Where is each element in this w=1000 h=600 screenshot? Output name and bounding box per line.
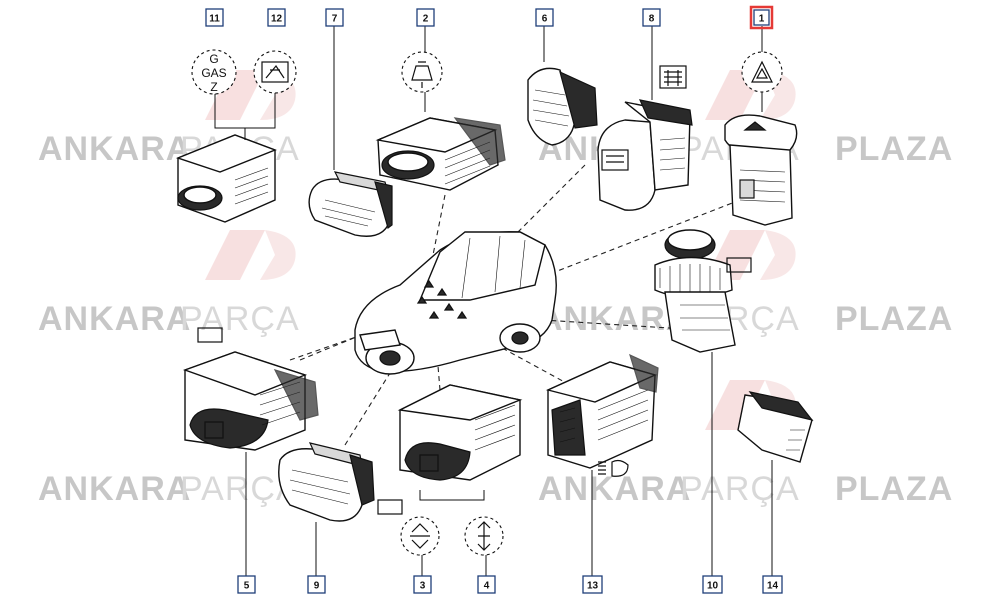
svg-text:13: 13: [587, 581, 599, 592]
svg-text:5: 5: [244, 581, 250, 592]
svg-text:4: 4: [484, 581, 490, 592]
car-outline: [354, 231, 557, 375]
part-7-blank-switch[interactable]: [308, 171, 393, 237]
gas-symbol-line1: G: [209, 52, 218, 66]
callout-13[interactable]: 13: [582, 575, 603, 594]
seat-heat-icon: [253, 50, 297, 94]
car-switch-markers: [416, 279, 468, 319]
callout-12[interactable]: 12: [267, 8, 286, 27]
svg-text:11: 11: [209, 14, 220, 25]
watermark-right-word: PLAZA: [835, 470, 953, 508]
watermark-row-3: ANKARA PARÇA ANKARA PARÇA PLAZA: [38, 470, 953, 508]
seat-up-down-icon: [400, 516, 504, 556]
svg-text:3: 3: [420, 581, 426, 592]
watermark-middle-word: PARÇA: [680, 470, 800, 508]
hazard-warning-icon: [741, 51, 783, 93]
svg-text:12: 12: [271, 14, 283, 25]
callout-11[interactable]: 11: [205, 8, 224, 27]
watermark-right-word: PLAZA: [835, 130, 953, 168]
watermark-middle-word: PARÇA: [180, 300, 300, 338]
watermark-left-word: ANKARA: [38, 130, 191, 168]
callout-7[interactable]: 7: [325, 8, 344, 27]
svg-text:6: 6: [542, 14, 548, 25]
watermark-left-word: ANKARA: [538, 300, 691, 338]
interior-light-icon: [401, 51, 443, 93]
seat-button-icon: [377, 499, 403, 515]
svg-text:9: 9: [314, 581, 320, 592]
watermark-left-word: ANKARA: [38, 470, 191, 508]
window-lift-icon: [197, 327, 223, 343]
callout-1[interactable]: 1: [749, 5, 774, 30]
gas-symbol-line3: Z: [210, 80, 217, 94]
callout-14[interactable]: 14: [762, 575, 783, 594]
part-3-4-seat-switch[interactable]: [397, 384, 523, 501]
svg-text:2: 2: [423, 14, 429, 25]
callout-5[interactable]: 5: [237, 575, 256, 594]
watermark-right-word: PLAZA: [835, 300, 953, 338]
svg-text:8: 8: [649, 14, 655, 25]
svg-text:1: 1: [759, 14, 765, 25]
callout-8[interactable]: 8: [642, 8, 661, 27]
part-1-hazard-switch[interactable]: [724, 114, 798, 226]
leader-lines: [245, 26, 773, 576]
part-14-blank-switch[interactable]: [737, 391, 814, 463]
part-5-window-lift-switch[interactable]: [182, 351, 319, 451]
part-10-mirror-control[interactable]: [654, 229, 736, 353]
part-9-blank-switch[interactable]: [278, 442, 375, 522]
callout-6[interactable]: 6: [535, 8, 554, 27]
svg-text:7: 7: [332, 14, 338, 25]
gas-switch-icon: G GAS Z: [191, 49, 237, 95]
watermark-left-word: ANKARA: [38, 300, 191, 338]
mirror-button-icon: [726, 257, 752, 273]
part-8-rear-defrost-switch[interactable]: [597, 99, 693, 211]
callout-9[interactable]: 9: [307, 575, 326, 594]
part-6-blank-switch[interactable]: [527, 67, 598, 146]
headlamp-level-icon: [598, 459, 629, 477]
callout-4[interactable]: 4: [477, 575, 496, 594]
part-2-interior-light-switch[interactable]: [375, 117, 506, 191]
callout-10[interactable]: 10: [702, 575, 723, 594]
part-11-12-gas-switch[interactable]: [175, 92, 277, 223]
rear-defrost-icon: [659, 65, 687, 89]
callout-3[interactable]: 3: [413, 575, 432, 594]
gas-symbol-line2: GAS: [201, 66, 226, 80]
part-13-headlamp-level-switch[interactable]: [545, 353, 659, 469]
callout-2[interactable]: 2: [416, 8, 435, 27]
callouts: 11 12 7 2 6 8 1 5: [205, 5, 783, 594]
svg-text:14: 14: [767, 581, 779, 592]
svg-text:10: 10: [707, 581, 719, 592]
